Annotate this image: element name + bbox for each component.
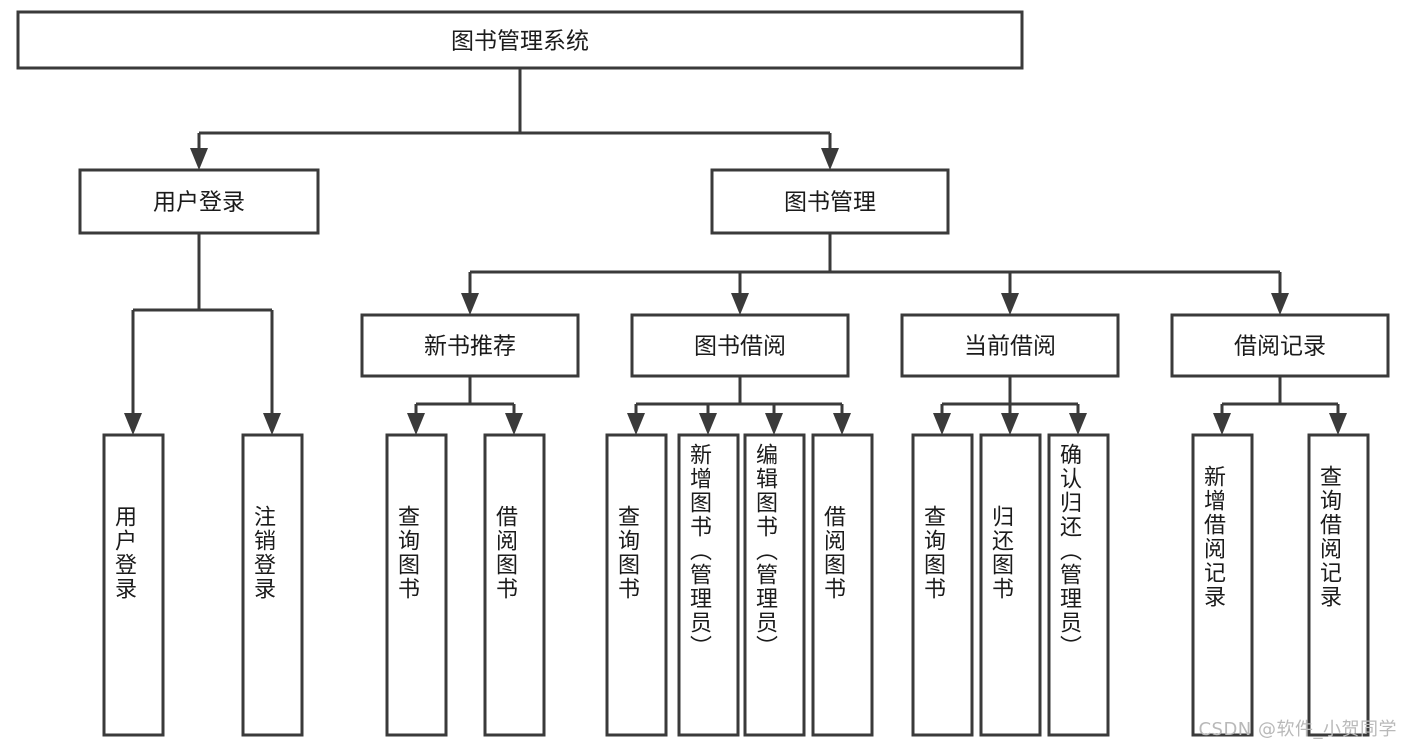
node-new-book-recommend[interactable] bbox=[360, 313, 580, 378]
arrow-bookborrow-leaf-3 bbox=[765, 413, 783, 435]
connectors-group bbox=[124, 68, 1347, 435]
arrow-userlogin-leaf-2 bbox=[263, 413, 281, 435]
node-current-borrow[interactable] bbox=[900, 313, 1120, 378]
label-book-borrow: 图书借阅 bbox=[694, 334, 786, 360]
node-book-borrow[interactable] bbox=[630, 313, 850, 378]
label-user-login: 用户登录 bbox=[153, 190, 245, 216]
node-user-login[interactable] bbox=[78, 168, 320, 235]
arrow-currentborrow-leaf-3 bbox=[1069, 413, 1087, 435]
watermark-text: CSDN @软件_小贺同学 bbox=[1198, 719, 1397, 740]
arrow-borrowrecord-leaf-1 bbox=[1213, 413, 1231, 435]
leaf-box-add-record[interactable] bbox=[1191, 433, 1254, 737]
leaf-box-confirm-return-admin[interactable] bbox=[1047, 433, 1110, 737]
arrow-bookmanage-to-borrow bbox=[731, 293, 749, 315]
arrow-newbook-leaf-1 bbox=[407, 413, 425, 435]
nodes-group bbox=[16, 10, 1390, 737]
node-root[interactable] bbox=[16, 10, 1024, 70]
arrow-userlogin-leaf-1 bbox=[124, 413, 142, 435]
arrow-bookmanage-to-record bbox=[1271, 293, 1289, 315]
label-borrow-record: 借阅记录 bbox=[1234, 334, 1326, 360]
arrow-bookborrow-leaf-1 bbox=[627, 413, 645, 435]
arrow-bookborrow-leaf-4 bbox=[833, 413, 851, 435]
arrow-root-to-user-login bbox=[190, 148, 208, 170]
node-borrow-record[interactable] bbox=[1170, 313, 1390, 378]
leaf-box-query-book-3[interactable] bbox=[911, 433, 974, 737]
leaf-box-borrow-book-1[interactable] bbox=[483, 433, 546, 737]
arrow-root-to-book-manage bbox=[821, 148, 839, 170]
arrow-currentborrow-leaf-1 bbox=[933, 413, 951, 435]
leaf-box-user-login[interactable] bbox=[102, 433, 165, 737]
label-root: 图书管理系统 bbox=[451, 29, 589, 55]
leaf-box-logout[interactable] bbox=[241, 433, 304, 737]
leaf-box-add-book-admin[interactable] bbox=[677, 433, 740, 737]
node-book-manage[interactable] bbox=[710, 168, 950, 235]
leaf-box-query-book-1[interactable] bbox=[385, 433, 448, 737]
leaf-box-query-book-2[interactable] bbox=[605, 433, 668, 737]
arrow-currentborrow-leaf-2 bbox=[1001, 413, 1019, 435]
arrow-bookborrow-leaf-2 bbox=[699, 413, 717, 435]
arrow-newbook-leaf-2 bbox=[505, 413, 523, 435]
leaf-box-borrow-book-2[interactable] bbox=[811, 433, 874, 737]
arrow-bookmanage-to-current bbox=[1001, 293, 1019, 315]
leaf-box-query-record[interactable] bbox=[1307, 433, 1370, 737]
horizontal-labels-group: 图书管理系统 用户登录 图书管理 新书推荐 图书借阅 当前借阅 借阅记录 bbox=[153, 29, 1326, 360]
label-new-book-recommend: 新书推荐 bbox=[424, 334, 516, 360]
arrow-bookmanage-to-newbook bbox=[461, 293, 479, 315]
label-book-manage: 图书管理 bbox=[784, 190, 876, 216]
leaf-box-edit-book-admin[interactable] bbox=[743, 433, 806, 737]
arrow-borrowrecord-leaf-2 bbox=[1329, 413, 1347, 435]
label-current-borrow: 当前借阅 bbox=[964, 334, 1056, 360]
leaf-box-return-book[interactable] bbox=[979, 433, 1042, 737]
